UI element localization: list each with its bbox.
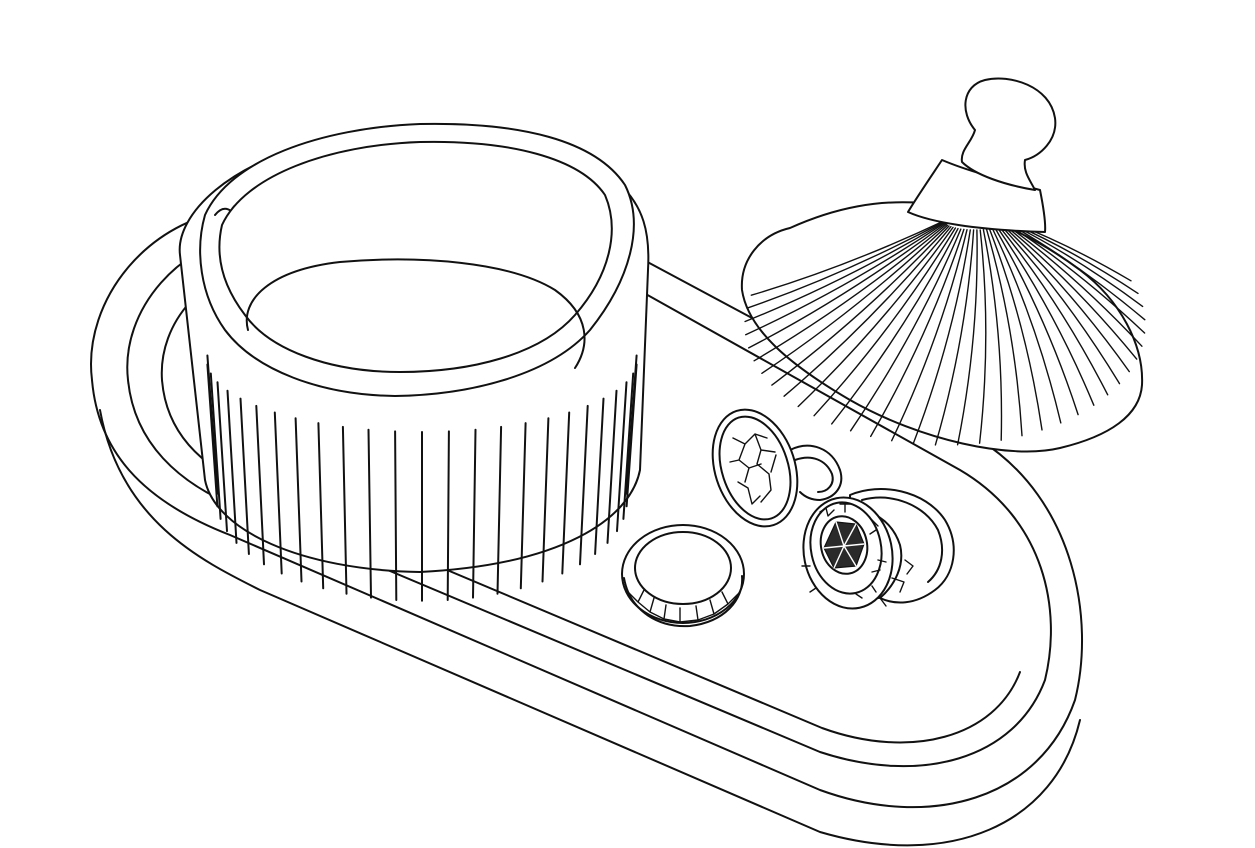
lid-pleat	[754, 224, 946, 360]
cocktail-ring-stone	[707, 407, 803, 528]
box-flute	[498, 427, 502, 594]
box-flute	[623, 374, 633, 519]
box-flute	[521, 423, 526, 588]
lid-pleat	[798, 227, 953, 406]
box-flute	[608, 391, 617, 543]
lid-pleat	[871, 229, 964, 436]
box-flute	[228, 391, 237, 543]
lid-pleat	[749, 224, 946, 348]
lid-pleat	[751, 220, 946, 295]
band-ring-facets	[628, 590, 738, 622]
lid-pleat	[1005, 223, 1145, 334]
lid-pleat	[1001, 226, 1119, 384]
lid-knob	[962, 79, 1056, 190]
class-signet-ring	[793, 489, 953, 617]
box-flute	[617, 382, 627, 531]
tray-base-edge	[100, 410, 1080, 845]
plain-band-ring	[622, 525, 744, 626]
lid-pleat	[832, 229, 958, 424]
box-flute	[595, 399, 603, 554]
box-flute	[318, 423, 323, 588]
cocktail-ring-band-inner	[795, 458, 833, 492]
fluted-trinket-box	[180, 124, 649, 601]
lid-pleat	[987, 229, 1022, 435]
pleated-lid	[742, 79, 1145, 452]
lid-pleat	[784, 227, 951, 397]
box-flute	[580, 406, 588, 564]
box-flute	[543, 418, 549, 581]
lid-pleat	[992, 229, 1060, 423]
box-flute	[275, 413, 282, 574]
lid-pleat	[814, 228, 955, 416]
lid-pleat	[772, 226, 949, 385]
box-flute	[448, 431, 449, 600]
lid-pleat	[747, 221, 945, 308]
band-ring-outer-lower	[624, 576, 742, 626]
lid-pleat	[983, 230, 1001, 441]
box-flute	[296, 418, 302, 581]
box-flute	[343, 427, 347, 594]
lid-pleat	[1004, 224, 1137, 359]
lid-pleat	[892, 230, 967, 441]
box-flute	[256, 406, 264, 564]
box-inner-floor	[247, 259, 585, 368]
box-flute	[562, 413, 569, 574]
lid-pleat	[746, 223, 945, 335]
cocktail-ring-band	[790, 446, 841, 500]
box-flute	[241, 399, 249, 554]
box-flute	[473, 430, 476, 598]
stone-matrix-veins	[730, 434, 776, 504]
box-flute	[395, 431, 396, 600]
box-flute	[218, 382, 228, 531]
box-flute	[627, 356, 637, 494]
lid-pleat	[999, 227, 1107, 395]
lid-pleat	[935, 230, 973, 445]
gemstone-cocktail-ring	[698, 399, 841, 538]
lid-pleat	[997, 227, 1094, 405]
lid-pleat	[980, 230, 986, 443]
lid-pleat	[958, 230, 978, 445]
lid-pleat	[1003, 225, 1130, 372]
lid-pleat	[851, 229, 961, 431]
box-flute	[369, 430, 372, 598]
box-flute	[207, 365, 217, 507]
lid-pleat	[913, 230, 970, 444]
class-ring-gem-facets	[824, 522, 864, 568]
box-flutes	[207, 356, 636, 601]
lid-pleat	[1005, 223, 1142, 346]
class-ring-band-inner	[862, 498, 942, 582]
class-ring-letter-marks	[802, 504, 886, 598]
lid-pleat	[995, 228, 1078, 415]
lid-pleat	[745, 222, 945, 322]
band-ring-inner	[635, 532, 731, 604]
box-flute	[211, 374, 221, 519]
lid-pleat	[990, 229, 1043, 430]
box-inner-wall	[219, 142, 611, 372]
lid-pleat	[762, 225, 948, 373]
